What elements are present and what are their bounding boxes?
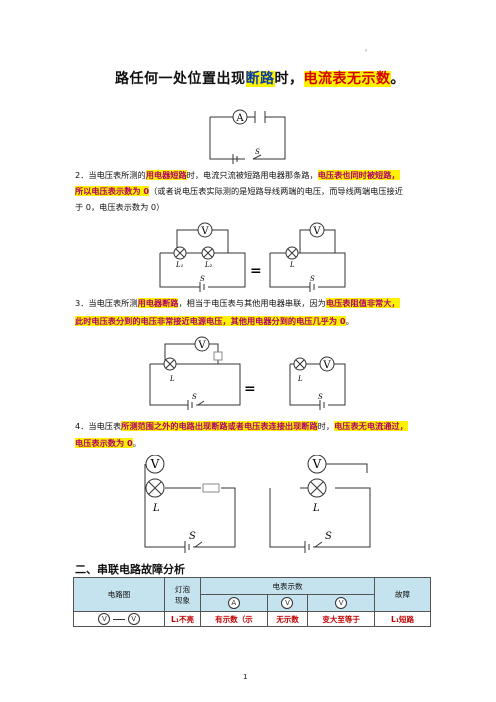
- item4-text-l2b: 。: [132, 438, 141, 448]
- right-lamp-label: L: [289, 261, 295, 269]
- heading-break: 断路: [245, 71, 275, 87]
- circuit-diagram-1: A S: [209, 109, 286, 164]
- item3-highlight-open: 用电器断路: [137, 298, 179, 308]
- header-v1: V: [266, 594, 309, 612]
- table-row: V V L₁不亮 有示数（示 无示数 变大至等于 L₁短路: [73, 611, 431, 627]
- heading-part1: 路任何一处位置出现: [115, 71, 246, 87]
- item4-highlight-d: 电压表无电流通过，: [334, 421, 408, 431]
- voltmeter-label: V: [197, 340, 206, 351]
- lamp-l2-label: L₂: [204, 261, 213, 269]
- row-ammeter: 有示数（示: [200, 611, 268, 627]
- row-circuit: V V: [73, 611, 165, 627]
- header-lamp: 灯泡 现象: [164, 577, 201, 612]
- item2-highlight-zero: 所以电压表示数为 0: [75, 186, 150, 196]
- top-dot: 。: [365, 46, 372, 53]
- item3-line1: 3．当电压表所测用电器断路，相当于电压表与其他用电器串联，因为电压表阻值非常大，: [75, 296, 400, 311]
- row-fault: L₁短路: [374, 611, 431, 627]
- section-heading: 二、串联电路故障分析: [75, 563, 185, 576]
- fault-table: 电路图 灯泡 现象 电表示数 故障 A V V V V L₁不亮 有示数（示 无…: [73, 577, 431, 627]
- item4-highlight-range: 所测范围之外的电路出现断路或者电压表连接出现断路: [121, 421, 318, 431]
- item4-line2: 电压表示数为 0。: [75, 436, 141, 451]
- voltmeter-label: V: [200, 226, 209, 237]
- item2-highlight-d: 电压表也同时被短路，: [317, 170, 400, 180]
- right-switch-label: S: [325, 531, 332, 542]
- header-ammeter: A: [200, 594, 268, 612]
- voltmeter-icon: V: [127, 613, 140, 625]
- right-switch-label: S: [318, 393, 323, 401]
- item2-text-l2b: （或者说电压表实际测的是短路导线两端的电压，而导线两端电压接近: [149, 186, 403, 196]
- row-v1: 无示数: [266, 611, 309, 627]
- voltmeter-icon: V: [98, 613, 111, 625]
- voltmeter-icon: V: [335, 597, 348, 609]
- ammeter-label: A: [235, 113, 244, 124]
- switch-label: S: [200, 275, 205, 283]
- heading: 路任何一处位置出现断路时，电流表无示数。: [115, 68, 405, 88]
- right-voltmeter-label: V: [312, 226, 321, 237]
- right-voltmeter-label: V: [322, 360, 331, 371]
- lamp-label: L: [169, 375, 175, 383]
- header-lamp-1: 灯泡: [175, 584, 190, 594]
- voltmeter-icon: V: [281, 597, 294, 609]
- item2-line2: 所以电压表示数为 0（或者说电压表实际测的是短路导线两端的电压，而导线两端电压接…: [75, 184, 403, 199]
- header-fault: 故障: [374, 577, 431, 612]
- item2-line1: 2．当电压表所测的用电器短路时，电流只流被短路用电器那条路，电压表也同时被短路，: [75, 168, 400, 183]
- header-lamp-2: 现象: [175, 595, 190, 605]
- equals-sign: =: [244, 381, 256, 397]
- row-lamp: L₁不亮: [164, 611, 201, 627]
- header-v2: V: [307, 594, 375, 612]
- item3-highlight-d: 电压表阻值非常大，: [325, 298, 400, 308]
- header-meter: 电表示数: [200, 577, 375, 595]
- item4-text-a: 4．当电压表: [75, 421, 122, 431]
- item2-highlight-short: 用电器短路: [145, 170, 187, 180]
- right-lamp-label: L: [297, 375, 303, 383]
- item3-text-l2b: 。: [345, 316, 354, 326]
- right-voltmeter-label: V: [312, 457, 322, 471]
- ammeter-icon: A: [227, 597, 240, 609]
- item2-text-a: 2．当电压表所测的: [75, 170, 146, 180]
- heading-no-reading: 电流表无示数: [303, 71, 391, 87]
- circuit-diagram-2: V L₁ L₂ S = V L S: [159, 222, 346, 292]
- item4-highlight-zero: 电压表示数为 0: [75, 438, 133, 448]
- lamp-label: L: [152, 503, 160, 514]
- item4-text-c: 时，: [317, 421, 335, 431]
- lamp-l1-label: L₁: [175, 261, 184, 269]
- page-number: 1: [243, 673, 248, 681]
- voltmeter-label: V: [150, 457, 160, 471]
- circuit-diagram-3: V L S = V L S: [149, 336, 346, 410]
- item4-line1: 4．当电压表所测范围之外的电路出现断路或者电压表连接出现断路时，电压表无电流通过…: [75, 419, 408, 434]
- item2-line3: 于 0，电压表示数为 0）: [75, 202, 165, 212]
- header-circuit: 电路图: [73, 577, 165, 612]
- item2-text-c: 时，电流只流被短路用电器那条路，: [186, 170, 318, 180]
- heading-part3: 时，: [274, 71, 304, 87]
- switch-label: S: [192, 393, 197, 401]
- switch-label: S: [189, 531, 196, 542]
- switch-label: S: [255, 148, 260, 156]
- item3-text-a: 3．当电压表所测: [75, 298, 138, 308]
- heading-part5: 。: [390, 71, 405, 87]
- item3-text-c: ，相当于电压表与其他用电器串联，因为: [178, 298, 326, 308]
- right-switch-label: S: [310, 275, 315, 283]
- right-lamp-label: L: [312, 503, 320, 514]
- row-v2: 变大至等于: [307, 611, 375, 627]
- item3-line2: 此时电压表分到的电压非常接近电源电压，其他用电器分到的电压几乎为 0。: [75, 314, 354, 329]
- equals-sign: =: [250, 263, 262, 279]
- circuit-diagram-4: V L S V L S: [144, 455, 371, 553]
- item3-highlight-l2: 此时电压表分到的电压非常接近电源电压，其他用电器分到的电压几乎为 0: [75, 316, 346, 326]
